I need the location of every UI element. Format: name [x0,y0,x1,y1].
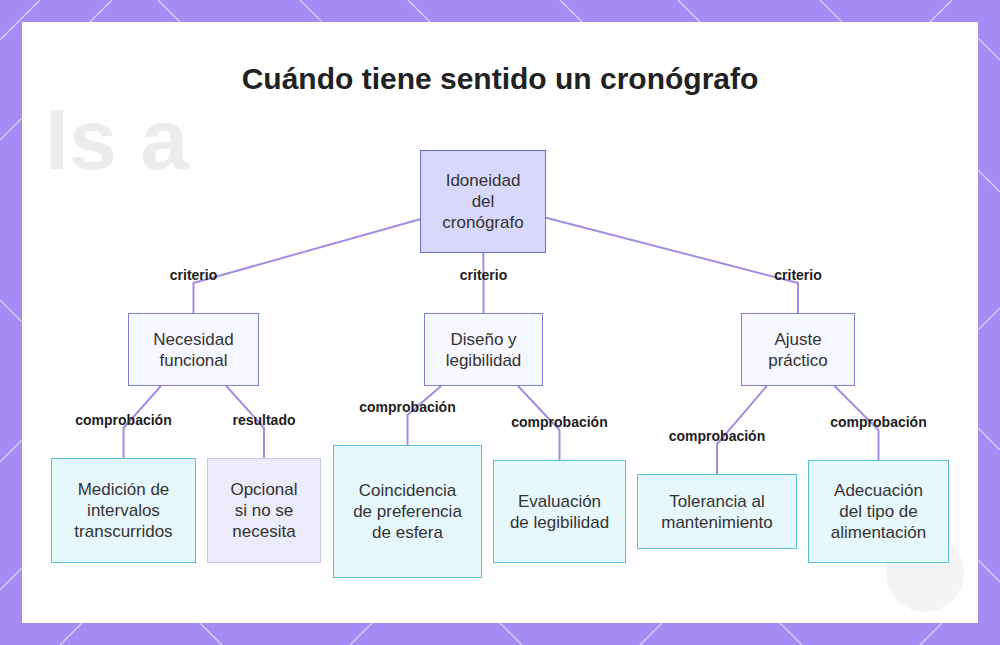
check-box: Medición de intervalos transcurridos [51,458,196,563]
node-text: Evaluación de legibilidad [508,491,611,533]
node-text: Adecuación del tipo de alimentación [823,480,934,543]
node-text: Ajuste práctico [756,329,840,371]
edge-label: comprobación [359,399,455,415]
node-text: Opcional si no se necesita [222,479,306,542]
criterion-box: Diseño y legibilidad [424,313,543,386]
watermark-text: Is a [45,90,188,189]
node-text: Tolerancia al mantenimiento [652,491,782,533]
edge-label: criterio [170,267,217,283]
criterion-box: Necesidad funcional [128,313,259,386]
check-box: Evaluación de legibilidad [493,460,626,563]
node-text: Diseño y legibilidad [439,329,528,371]
criterion-box: Ajuste práctico [741,313,855,386]
connector-line [546,218,798,313]
connector-line [408,386,442,445]
node-text: Medición de intervalos transcurridos [66,479,181,542]
node-text: Idoneidad del cronógrafo [435,170,531,233]
edge-label: criterio [774,267,821,283]
edge-label: comprobación [669,428,765,444]
check-box: Coincidencia de preferencia de esfera [333,445,482,578]
edge-label: criterio [460,267,507,283]
result-box: Opcional si no se necesita [207,458,321,563]
edge-label: comprobación [75,412,171,428]
connector-line [482,253,484,313]
check-box: Adecuación del tipo de alimentación [808,460,949,563]
node-text: Coincidencia de preferencia de esfera [348,480,467,543]
connector-line [194,219,421,313]
node-text: Necesidad funcional [143,329,244,371]
diagram-title: Cuándo tiene sentido un cronógrafo [0,62,1000,96]
check-box: Tolerancia al mantenimiento [637,474,797,549]
edge-label: comprobación [511,414,607,430]
edge-label: resultado [232,412,295,428]
edge-label: comprobación [830,414,926,430]
root-box: Idoneidad del cronógrafo [420,150,546,253]
